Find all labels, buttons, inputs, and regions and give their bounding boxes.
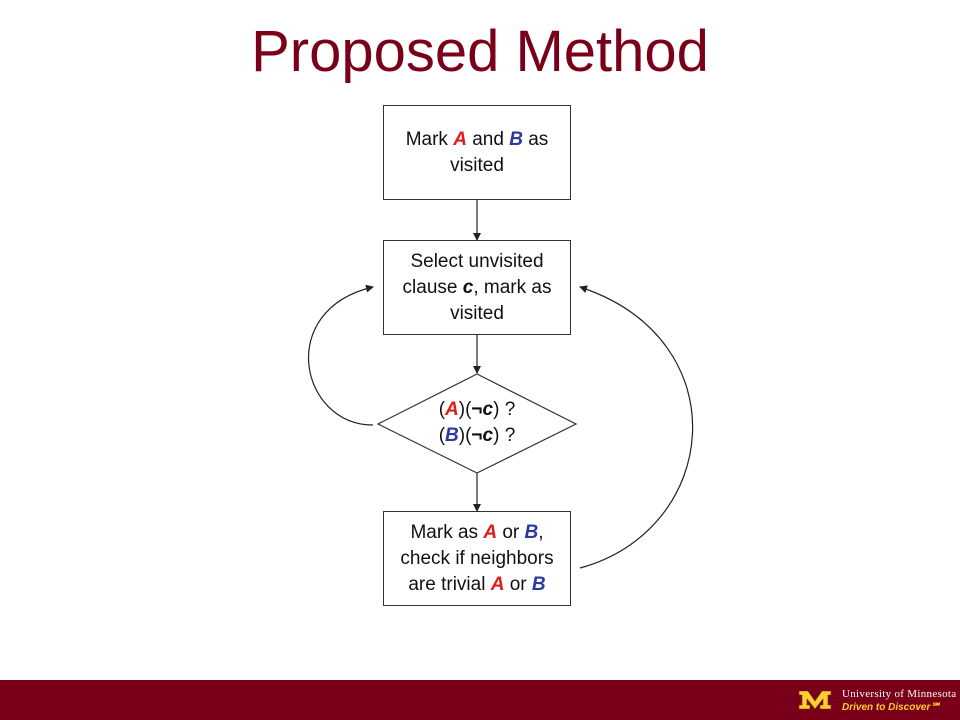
university-name: University of Minnesota bbox=[842, 688, 957, 700]
step-mark-check-neighbors: Mark as A or B, check if neighbors are t… bbox=[383, 511, 571, 606]
text: Mark bbox=[405, 128, 454, 150]
text: clause bbox=[402, 276, 463, 298]
university-tagline: Driven to Discover℠ bbox=[842, 702, 941, 713]
label-c: c bbox=[462, 276, 474, 298]
text: check if neighbors bbox=[400, 547, 554, 569]
label-b: B bbox=[524, 521, 539, 543]
text: and bbox=[466, 128, 510, 150]
text: visited bbox=[450, 154, 504, 176]
university-m-logo-icon bbox=[798, 690, 832, 710]
text: , bbox=[538, 521, 544, 543]
loop-decision-to-box2 bbox=[308, 284, 374, 426]
slide-title: Proposed Method bbox=[251, 19, 709, 84]
text: , mark as bbox=[473, 276, 552, 298]
text: are trivial bbox=[408, 573, 491, 595]
text: or bbox=[497, 521, 525, 543]
text: Mark as bbox=[410, 521, 484, 543]
text: ) ? bbox=[493, 399, 516, 420]
text: ) ? bbox=[493, 425, 516, 446]
label-b: B bbox=[531, 573, 546, 595]
decision-text: (A)(¬c) ? (B)(¬c) ? bbox=[400, 397, 554, 449]
text: Select unvisited bbox=[410, 250, 544, 272]
label-not-c: ¬c bbox=[471, 399, 494, 420]
text: as bbox=[522, 128, 549, 150]
label-b: B bbox=[509, 128, 523, 150]
label-a: A bbox=[490, 573, 505, 595]
label-a: A bbox=[445, 399, 459, 420]
text: ( bbox=[438, 425, 446, 446]
label-a: A bbox=[453, 128, 467, 150]
text: or bbox=[504, 573, 532, 595]
decision-diamond bbox=[376, 373, 578, 474]
text: )( bbox=[458, 399, 472, 420]
text: )( bbox=[458, 425, 472, 446]
text: ( bbox=[438, 399, 446, 420]
text: visited bbox=[450, 302, 504, 324]
loop-box3-to-box2 bbox=[579, 285, 694, 569]
step-mark-visited: Mark A and B as visited bbox=[383, 105, 571, 200]
label-not-c: ¬c bbox=[471, 425, 494, 446]
step-select-clause: Select unvisited clause c, mark as visit… bbox=[383, 240, 571, 335]
label-a: A bbox=[483, 521, 498, 543]
footer-bar bbox=[0, 680, 960, 720]
label-b: B bbox=[445, 425, 459, 446]
